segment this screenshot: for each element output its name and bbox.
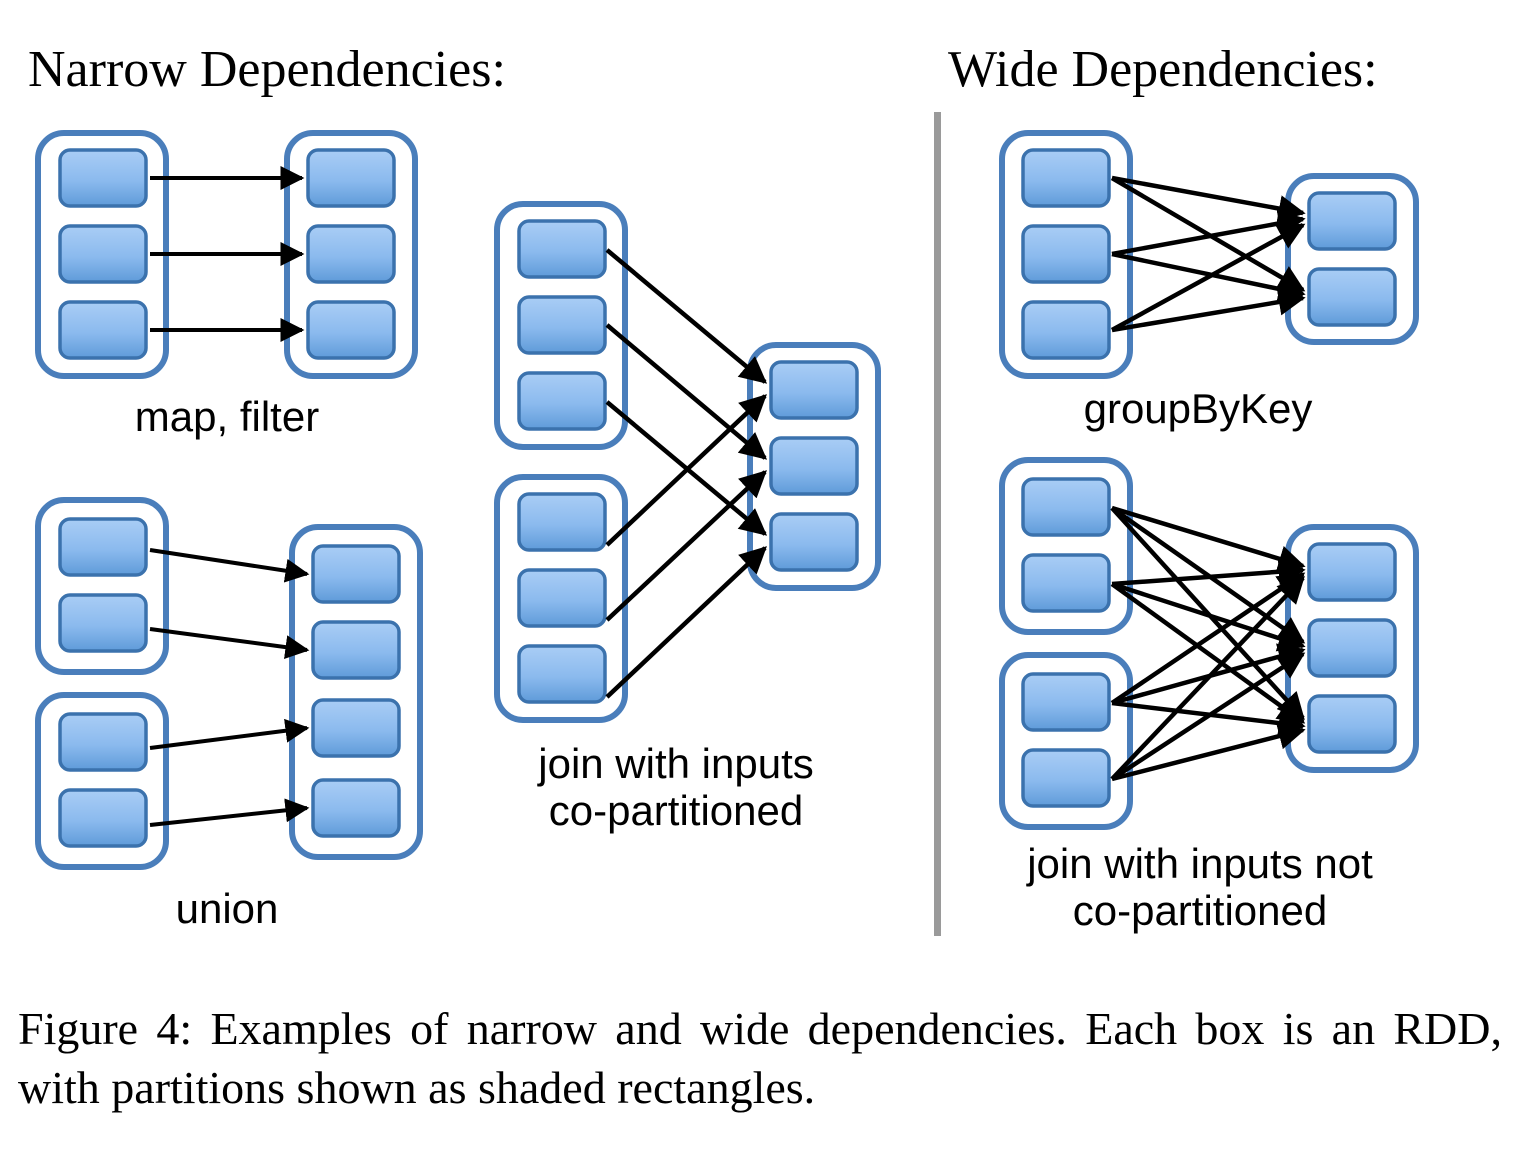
dependency-edges bbox=[150, 166, 305, 342]
partition bbox=[1021, 224, 1111, 284]
rdd-box bbox=[999, 130, 1133, 379]
partition bbox=[517, 644, 607, 704]
partition bbox=[769, 512, 859, 572]
partition bbox=[517, 568, 607, 628]
partition bbox=[306, 300, 396, 360]
partition bbox=[1021, 300, 1111, 360]
rdd-box bbox=[999, 652, 1133, 830]
rdd-box bbox=[494, 201, 628, 450]
label-union: union bbox=[175, 885, 279, 932]
partition bbox=[58, 593, 148, 653]
partition bbox=[58, 788, 148, 848]
partition bbox=[311, 698, 401, 758]
label-map-filter: map, filter bbox=[134, 393, 320, 440]
partition bbox=[1307, 191, 1397, 251]
partition bbox=[517, 492, 607, 552]
rdd-box bbox=[284, 130, 418, 379]
diagram-join-co-partitioned bbox=[494, 201, 881, 723]
rdd-box bbox=[747, 342, 881, 591]
partition bbox=[1307, 542, 1397, 602]
partition bbox=[58, 224, 148, 284]
rdd-box bbox=[289, 524, 423, 860]
partition bbox=[1021, 672, 1111, 732]
partition bbox=[1021, 148, 1111, 208]
dependency-diagrams bbox=[35, 130, 1419, 870]
vertical-divider bbox=[934, 112, 941, 936]
figure-caption: Figure 4: Examples of narrow and wide de… bbox=[18, 1003, 1502, 1113]
partition bbox=[517, 219, 607, 279]
diagram-groupbykey bbox=[999, 130, 1419, 379]
narrow-dependencies-title: Narrow Dependencies: bbox=[28, 41, 506, 98]
partition bbox=[769, 436, 859, 496]
partition bbox=[58, 712, 148, 772]
partition bbox=[58, 300, 148, 360]
rdd-box bbox=[35, 130, 169, 379]
partition bbox=[1021, 748, 1111, 808]
partition bbox=[1021, 553, 1111, 613]
rdd-box bbox=[999, 457, 1133, 635]
partition bbox=[517, 295, 607, 355]
label-join-with-inputs-not-co-partitioned: join with inputs not co-partitioned bbox=[1027, 840, 1373, 935]
partition bbox=[306, 224, 396, 284]
rdd-box bbox=[35, 497, 169, 675]
rdd-box bbox=[1285, 173, 1419, 345]
label-join-with-inputs-co-partitioned: join with inputs co-partitioned bbox=[538, 740, 814, 835]
partition bbox=[306, 148, 396, 208]
dependency-edges bbox=[1110, 505, 1306, 782]
partition bbox=[769, 360, 859, 420]
partition bbox=[58, 148, 148, 208]
wide-dependencies-title: Wide Dependencies: bbox=[948, 41, 1378, 98]
partition bbox=[311, 544, 401, 604]
rdd-box bbox=[35, 692, 169, 870]
partition bbox=[58, 517, 148, 577]
dependency-edges bbox=[1110, 175, 1306, 333]
dependency-edges bbox=[605, 248, 768, 699]
partition bbox=[311, 620, 401, 680]
diagram-join-not-co-partitioned bbox=[999, 457, 1419, 830]
partition bbox=[1307, 267, 1397, 327]
diagram-map-filter bbox=[35, 130, 418, 379]
partition bbox=[1021, 477, 1111, 537]
partition bbox=[1307, 618, 1397, 678]
label-groupbykey: groupByKey bbox=[1083, 385, 1313, 432]
partition bbox=[1307, 694, 1397, 754]
rdd-box bbox=[1285, 524, 1419, 773]
rdd-box bbox=[494, 474, 628, 723]
dependency-edges bbox=[149, 548, 310, 827]
partition bbox=[311, 778, 401, 838]
partition bbox=[517, 371, 607, 431]
diagram-union bbox=[35, 497, 423, 870]
